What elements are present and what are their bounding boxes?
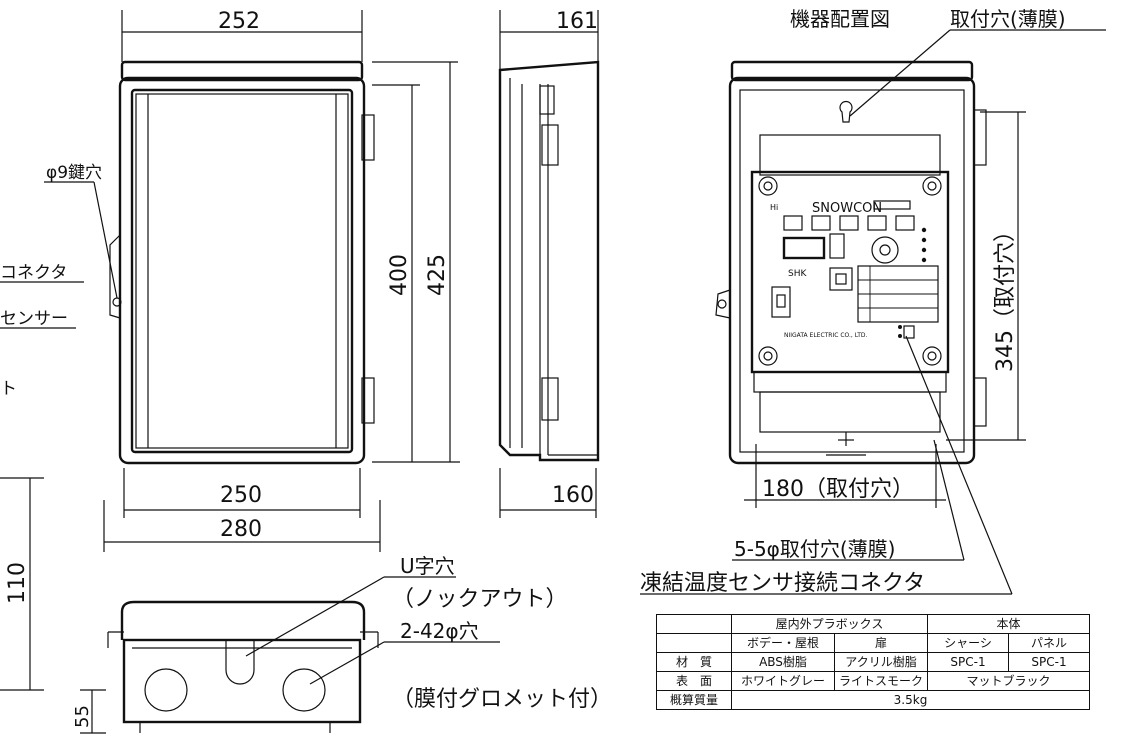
dim-bottom-55: 55 — [72, 705, 93, 728]
front-view — [109, 60, 375, 465]
spec-corner-cell — [656, 614, 732, 634]
panel-model: SHK — [788, 269, 807, 279]
label-knockout: （ノックアウト） — [392, 587, 568, 612]
spec-group-body: 本体 — [927, 614, 1090, 634]
spec-mat-body: ABS樹脂 — [731, 652, 835, 672]
dim-mount-width-180: 180（取付穴） — [762, 477, 914, 502]
svg-text:Hi: Hi — [770, 203, 778, 212]
spec-row-weight: 概算質量 — [656, 690, 732, 710]
spec-empty-cell — [656, 633, 732, 653]
label-mount-holes-5: 5-5φ取付穴(薄膜) — [734, 537, 895, 561]
dim-mount-height-345: 345（取付穴） — [993, 220, 1018, 372]
spec-row-surface: 表 面 — [656, 671, 732, 691]
layout-title: 機器配置図 — [790, 7, 890, 31]
spec-col-panel: パネル — [1008, 633, 1090, 653]
dim-bottom-110: 110 — [5, 562, 30, 604]
spec-table: 屋内外プラボックス 本体 ボデー・屋根 扉 シャーシ パネル 材 質 ABS樹脂… — [656, 614, 1090, 710]
dim-height-425: 425 — [425, 254, 450, 296]
spec-surf-body: ホワイトグレー — [731, 671, 835, 691]
spec-mat-panel: SPC-1 — [1008, 652, 1090, 672]
spec-row-material: 材 質 — [656, 652, 732, 672]
layout-view: Hi SNOWCON SHK NIIGATA ELECTRIC CO., LTD… — [715, 60, 987, 465]
spec-surf-chassis-panel: マットブラック — [927, 671, 1090, 691]
spec-col-door: 扉 — [834, 633, 928, 653]
label-freeze-sensor-connector: 凍結温度センサ接続コネクタ — [640, 571, 925, 596]
label-left-partial: ト — [0, 379, 17, 399]
dim-side-depth-161: 161 — [556, 9, 598, 34]
dim-front-width-250: 250 — [220, 483, 262, 508]
label-left-sensor: センサー — [0, 309, 68, 329]
bottom-view — [107, 600, 379, 733]
spec-col-body-roof: ボデー・屋根 — [731, 633, 835, 653]
spec-col-chassis: シャーシ — [927, 633, 1009, 653]
dimension-lines — [0, 10, 1026, 734]
spec-group-box: 屋内外プラボックス — [731, 614, 928, 634]
label-key-hole: φ9鍵穴 — [46, 163, 102, 183]
dim-height-400: 400 — [387, 254, 412, 296]
label-mount-hole-film: 取付穴(薄膜) — [950, 7, 1066, 31]
dim-front-width-252: 252 — [218, 9, 260, 34]
panel-maker: NIIGATA ELECTRIC CO., LTD. — [784, 332, 868, 339]
spec-mat-door: アクリル樹脂 — [834, 652, 928, 672]
panel-brand: SNOWCON — [812, 201, 882, 216]
label-left-connector: コネクタ — [0, 263, 67, 283]
label-grommet: （膜付グロメット付） — [392, 687, 612, 712]
spec-surf-door: ライトスモーク — [834, 671, 928, 691]
leader-lines — [0, 29, 1106, 685]
label-u-hole: U字穴 — [400, 554, 455, 578]
dim-side-depth-160: 160 — [552, 483, 594, 508]
spec-mat-chassis: SPC-1 — [927, 652, 1009, 672]
spec-weight: 3.5kg — [731, 690, 1090, 710]
dim-front-width-280: 280 — [220, 517, 262, 542]
side-view — [498, 60, 600, 462]
label-hole-42: 2-42φ穴 — [400, 619, 479, 643]
